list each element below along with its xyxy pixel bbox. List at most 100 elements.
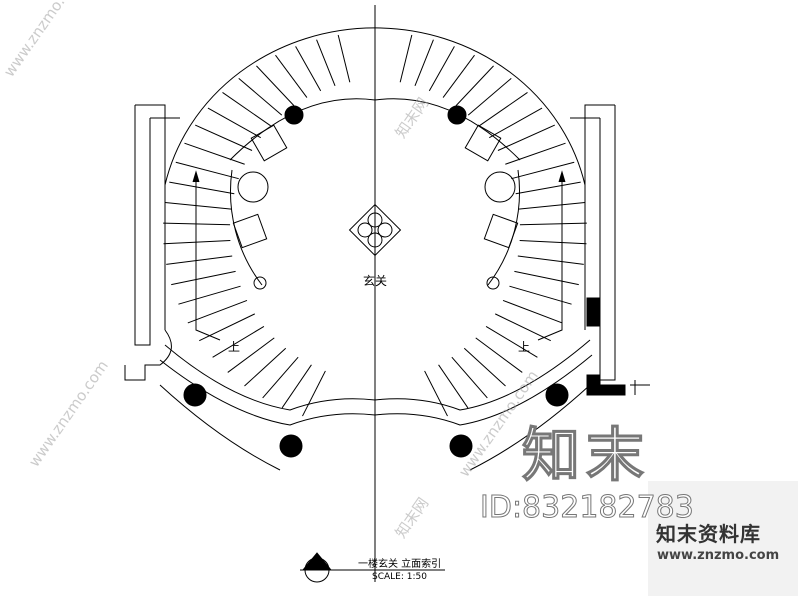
stair-tread (451, 356, 488, 399)
stair-up-label-right: 上 (518, 340, 531, 354)
pillar (284, 105, 304, 125)
stair-tread (227, 337, 275, 373)
room-label: 玄关 (363, 274, 388, 288)
stair-tread (502, 299, 563, 324)
stair-tread (184, 142, 245, 165)
newel-post (253, 276, 267, 290)
stair-tread (519, 239, 587, 245)
decor-circle (377, 222, 393, 238)
stair-tread (244, 347, 287, 387)
stair-tread (165, 201, 232, 210)
stair-tread (424, 370, 448, 417)
stair-tread (515, 181, 581, 195)
stair-tread (519, 222, 587, 226)
right-stair-treads (399, 34, 587, 417)
stair-tread (195, 124, 253, 151)
armchair (232, 213, 268, 249)
stair-tread (517, 255, 584, 265)
stair-tread (467, 77, 512, 116)
stair-tread (302, 370, 326, 417)
stair-tread (316, 39, 336, 86)
stair-tread (163, 239, 231, 245)
arrow-head-icon (558, 170, 566, 183)
decor-circle (367, 212, 383, 228)
center-decor-diamond (348, 203, 402, 257)
arrow-head-icon (192, 170, 200, 183)
pillar (279, 434, 303, 458)
stair-tread (463, 347, 506, 387)
stair-tread (399, 34, 413, 83)
stair-arrow-right (537, 175, 563, 341)
stair-arrow-left (195, 175, 221, 341)
left-wall (134, 104, 180, 346)
armchair (250, 124, 288, 162)
stair-tread (505, 142, 566, 165)
pillar (545, 383, 569, 407)
index-symbol-triangle (301, 552, 333, 571)
stair-tread (169, 181, 235, 195)
stair-tread (295, 46, 322, 92)
watermark-id: ID:832182783 (480, 490, 695, 526)
decor-circle (367, 232, 383, 248)
decor-circle (357, 222, 373, 238)
left-stair-treads (163, 34, 351, 417)
stair-tread (256, 65, 295, 106)
stair-tread (497, 124, 555, 151)
drawing-title: 一楼玄关 立面索引 (358, 559, 442, 570)
upper-landing-curve (229, 98, 521, 161)
stair-tread (222, 92, 271, 127)
stair-tread (212, 325, 265, 358)
bottom-wall-inner (164, 339, 591, 411)
drawing-scale: SCALE: 1:50 (372, 572, 427, 582)
newel-post (486, 276, 500, 290)
stair-tread (187, 299, 248, 324)
stair-tread (489, 107, 543, 139)
pillar (447, 105, 467, 125)
armchair (483, 213, 519, 249)
watermark-brand: 知末 (521, 420, 651, 489)
stair-tread (199, 313, 256, 342)
stair-tread (428, 46, 455, 92)
stair-tread (337, 34, 351, 83)
round-table (237, 171, 269, 203)
stair-tread (494, 313, 551, 342)
stair-tread (171, 270, 236, 286)
stair-tread (262, 356, 299, 399)
right-wall (570, 104, 616, 381)
stair-tread (163, 222, 231, 226)
stair-tread (207, 107, 261, 139)
stair-tread (509, 285, 572, 305)
round-table (484, 171, 516, 203)
stair-tread (514, 270, 579, 286)
stair-tread (485, 325, 538, 358)
watermark-box (648, 481, 798, 596)
stair-tread (475, 337, 523, 373)
right-marker (630, 380, 650, 395)
bottom-arc-lines (159, 384, 591, 471)
right-wall-corner (586, 374, 626, 396)
outer-stair-arc (164, 27, 586, 186)
stair-tread (275, 54, 308, 98)
stair-up-label-left: 上 (228, 340, 241, 354)
stair-tread (166, 255, 233, 265)
stair-tread (414, 39, 434, 86)
stair-tread (442, 54, 475, 98)
stair-tread (438, 364, 469, 409)
stair-tread (178, 285, 241, 305)
stair-tread (479, 92, 528, 127)
bottom-wall-outer (159, 354, 593, 426)
stair-tread (511, 161, 575, 180)
stair-tread (281, 364, 312, 409)
watermark-url: www.znzmo.com (657, 548, 780, 563)
right-column (586, 297, 600, 327)
watermark-library: 知末资料库 (656, 522, 761, 546)
pillar (183, 383, 207, 407)
armchair (464, 124, 502, 162)
stair-tread (175, 161, 239, 180)
stair-tread (238, 77, 283, 116)
stair-tread (455, 65, 494, 106)
left-wall-step (124, 329, 172, 381)
pillar (449, 434, 473, 458)
